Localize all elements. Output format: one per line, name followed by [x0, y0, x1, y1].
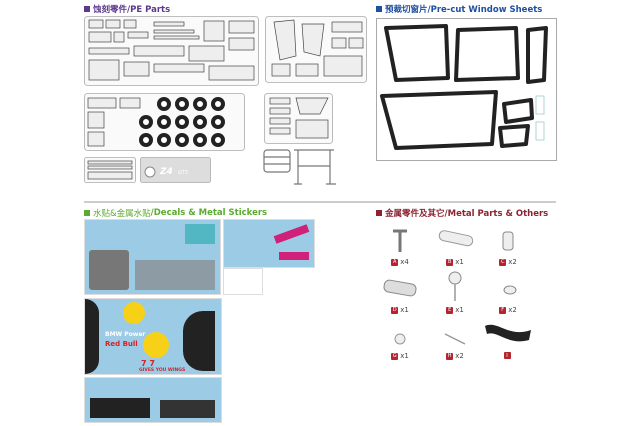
decals-header: 水贴&金属水贴 /Decals & Metal Stickers [84, 207, 267, 219]
metal-title: 金属零件及其它/Metal Parts & Others [385, 209, 549, 219]
item-letter: B [446, 258, 454, 266]
pin-icon [393, 229, 407, 252]
rod-icon [444, 333, 466, 345]
square-icon [84, 6, 90, 12]
square-icon [376, 210, 382, 216]
item-qty: x2 [455, 352, 464, 360]
z4-badge: Z4 [159, 167, 173, 177]
decals-title-en: /Decals & Metal Stickers [150, 208, 268, 218]
item-qty: x2 [508, 258, 517, 266]
decal-sheet-1 [84, 219, 221, 295]
decal-sheet-redbull: BMW Power Red Bull 7 7 GIVES YOU WINGS [84, 298, 222, 375]
tube-icon [502, 231, 514, 251]
decal-sheet-3 [223, 268, 263, 295]
section-divider [84, 201, 556, 203]
ball-pin-icon [448, 271, 462, 301]
square-icon [376, 6, 382, 12]
item-qty: x1 [400, 352, 409, 360]
item-letter: H [446, 352, 454, 360]
metal-parts-header: 金属零件及其它/Metal Parts & Others [376, 207, 548, 219]
rubber-band-icon [485, 324, 531, 342]
redbull-text: Red Bull [105, 340, 138, 348]
pe-sheets: Z4 GT3 [84, 16, 367, 185]
bmw-power-text: BMW Power [105, 331, 146, 338]
window-sheet [376, 18, 557, 161]
decal-sheet-5 [84, 377, 222, 423]
item-letter: A [391, 258, 399, 266]
pe-parts-header: 蚀刻零件/PE Parts [84, 3, 170, 15]
small-cap-icon [503, 285, 517, 295]
dome-icon [394, 333, 406, 345]
turned-part-icon [383, 279, 417, 297]
item-qty: x1 [400, 306, 409, 314]
race-number-text: 7 7 [141, 359, 155, 368]
item-letter: C [499, 258, 507, 266]
square-icon [84, 210, 90, 216]
item-letter: G [391, 352, 399, 360]
decals-title-cn: 水贴&金属水贴 [93, 209, 151, 219]
slogan-text: GIVES YOU WINGS [139, 368, 186, 373]
item-qty: x4 [400, 258, 409, 266]
item-letter: F [499, 306, 507, 314]
item-qty: x1 [455, 306, 464, 314]
item-letter: I [503, 352, 511, 359]
decal-sheet-2 [223, 219, 315, 268]
pe-title: 蚀刻零件/PE Parts [93, 5, 171, 15]
item-qty: x1 [455, 258, 464, 266]
item-letter: D [391, 306, 399, 314]
item-qty: x2 [508, 306, 517, 314]
shaft-icon [438, 230, 474, 247]
item-letter: E [446, 306, 454, 314]
window-sheets-header: 预裁切窗片/Pre-cut Window Sheets [376, 3, 542, 15]
window-title: 预裁切窗片/Pre-cut Window Sheets [385, 5, 543, 15]
gt3-badge: GT3 [178, 170, 188, 176]
metal-item-i: I [483, 318, 533, 359]
